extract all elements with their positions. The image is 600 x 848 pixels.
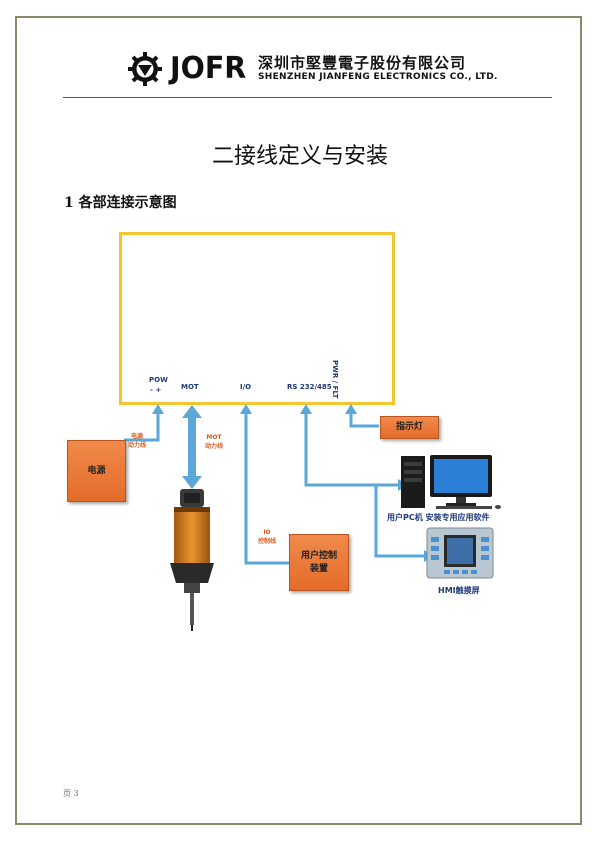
indicator-light-label: 指示灯 [395, 422, 423, 432]
hmi-touchscreen-icon [426, 527, 494, 579]
section-heading: 1 各部连接示意图 [64, 195, 177, 211]
port-pow-polarity: - + [150, 386, 162, 394]
page-frame [15, 16, 582, 825]
power-supply-box: 电源 [67, 440, 126, 502]
pc-caption: 用户PC机 安装专用应用软件 [387, 513, 490, 522]
power-wire-arrow [124, 413, 160, 442]
indicator-wire-arrow [349, 413, 379, 428]
port-mot-label: MOT [181, 383, 199, 391]
mot-wire-arrow [188, 416, 196, 478]
rs-wire-arrow [304, 413, 400, 487]
io-wire-label: IO 控制线 [258, 529, 277, 545]
company-name-en: SHENZHEN JIANFENG ELECTRONICS CO., LTD. [258, 72, 498, 82]
arrow-head-indicator [345, 404, 357, 414]
hmi-caption: HMI触摸屏 [438, 586, 480, 595]
electric-screwdriver-icon [170, 489, 214, 631]
arrow-head-power [152, 404, 164, 414]
power-supply-label: 电源 [87, 465, 106, 476]
user-control-box: 用户控制 装置 [289, 534, 349, 591]
power-wire-label: 电源 动力线 [128, 433, 147, 449]
arrow-head-io [240, 404, 252, 414]
rs-hmi-wire [374, 485, 426, 558]
port-pow-label: POW [149, 376, 168, 384]
port-rs-label: RS 232/485 [287, 383, 332, 391]
document-title: 二接线定义与安装 [211, 144, 388, 169]
indicator-light-box: 指示灯 [380, 416, 439, 439]
arrow-head-rs [300, 404, 312, 414]
pc-computer-icon [401, 455, 501, 509]
port-io-label: I/O [240, 383, 252, 391]
mot-wire-label: MOT 动力线 [205, 434, 224, 450]
header-divider [63, 97, 552, 98]
arrow-head-mot-down [182, 476, 202, 489]
page-number: 页 3 [63, 789, 79, 798]
arrow-head-mot-up [182, 405, 202, 418]
gear-logo-icon [128, 52, 162, 86]
logo-wordmark: JOFR [170, 51, 247, 86]
user-control-label: 用户控制 装置 [300, 550, 337, 574]
company-name-cn: 深圳市堅豐電子股份有限公司 [258, 54, 467, 72]
controller-box [119, 232, 395, 405]
io-wire-arrow [244, 413, 289, 565]
